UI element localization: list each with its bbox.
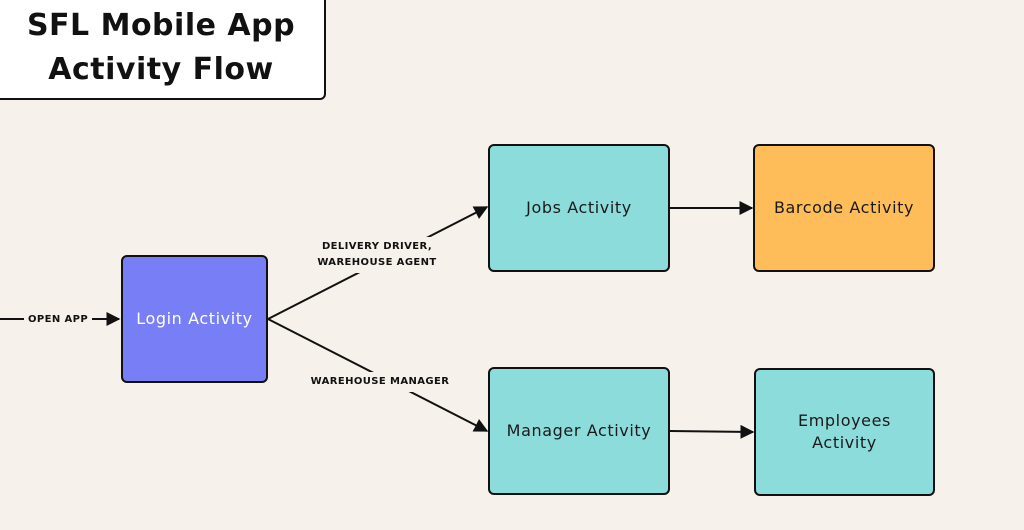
node-manager-activity: Manager Activity [488, 367, 670, 495]
node-employees-label: Employees Activity [798, 411, 891, 452]
title-line-2: Activity Flow [48, 52, 274, 87]
node-jobs-activity: Jobs Activity [488, 144, 670, 272]
node-barcode-label: Barcode Activity [773, 198, 915, 217]
arrow-manager-to-employees [669, 424, 755, 439]
node-jobs-label: Jobs Activity [526, 198, 632, 217]
node-barcode-activity: Barcode Activity [753, 144, 935, 272]
node-manager-label: Manager Activity [506, 421, 652, 440]
edge-label-warehouse-manager: WAREHOUSE MANAGER [302, 372, 458, 392]
title-line-1: SFL Mobile App [26, 8, 296, 43]
edge-label-driver-agent: DELIVERY DRIVER, WAREHOUSE AGENT [310, 237, 444, 273]
title-card: SFL Mobile App Activity Flow [0, 0, 326, 100]
node-login-activity: Login Activity [121, 255, 268, 383]
node-employees-activity: Employees Activity [754, 368, 935, 496]
node-login-label: Login Activity [136, 309, 253, 328]
edge-label-open-app: OPEN APP [24, 310, 93, 330]
